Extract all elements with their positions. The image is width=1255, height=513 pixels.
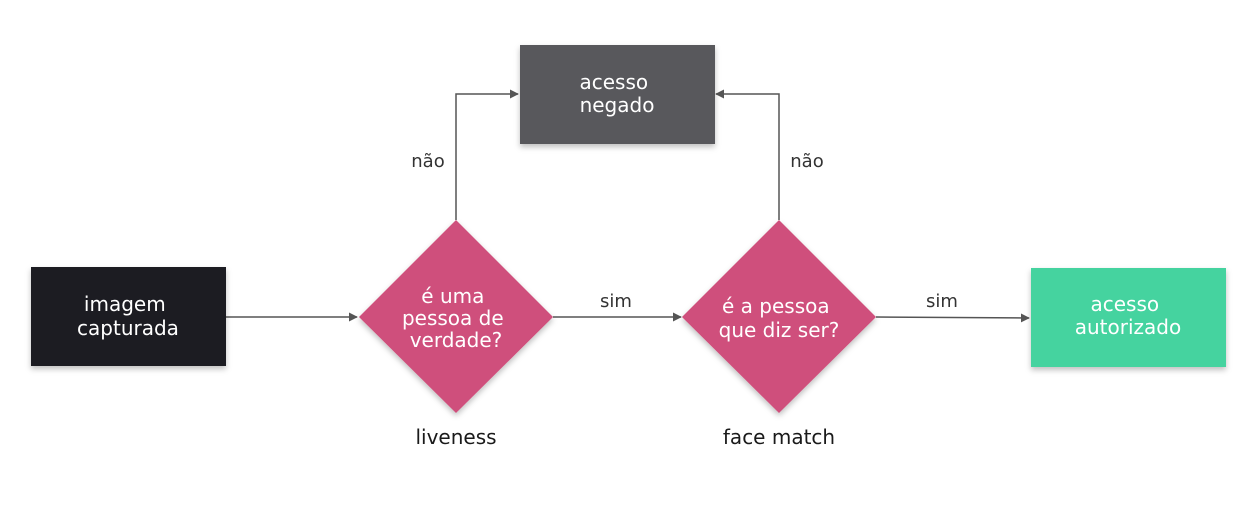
node-face-match-line-2: que diz ser? bbox=[719, 318, 840, 342]
node-access-denied: acesso negado bbox=[520, 45, 715, 144]
node-access-denied-box bbox=[520, 45, 715, 144]
svg-text:acesso autorizado: acesso autorizado bbox=[1075, 292, 1181, 339]
node-liveness-question: é uma pessoa de verdade? bbox=[359, 220, 553, 413]
node-access-granted-line-1: acesso bbox=[1091, 292, 1160, 316]
node-access-denied-line-2: negado bbox=[580, 93, 655, 117]
node-face-match-diamond bbox=[682, 220, 876, 413]
svg-text:acesso negado: acesso negado bbox=[580, 70, 655, 117]
svg-text:é a pessoa que diz ser?: é a pessoa que diz ser? bbox=[719, 294, 840, 342]
node-captured-image-box bbox=[31, 267, 226, 366]
node-access-granted-box bbox=[1031, 268, 1226, 367]
node-face-match-line-1: é a pessoa bbox=[722, 294, 830, 318]
node-liveness-line-1: é uma bbox=[421, 284, 484, 308]
node-liveness-line-2: pessoa de bbox=[402, 306, 504, 330]
node-captured-image-line-1: imagem bbox=[84, 292, 166, 316]
node-face-match-question: é a pessoa que diz ser? bbox=[682, 220, 876, 413]
caption-liveness: liveness bbox=[415, 425, 496, 449]
node-access-denied-line-1: acesso bbox=[580, 70, 649, 94]
node-captured-image-line-2: capturada bbox=[77, 316, 179, 340]
edge-liveness-to-denied bbox=[455, 89, 519, 220]
edge-label-liveness-yes: sim bbox=[600, 291, 632, 312]
node-liveness-diamond bbox=[359, 220, 553, 413]
edge-label-face-match-yes: sim bbox=[926, 291, 958, 312]
node-access-granted: acesso autorizado bbox=[1031, 268, 1226, 367]
node-captured-image: imagem capturada bbox=[31, 267, 226, 366]
edge-label-liveness-no: não bbox=[411, 151, 444, 172]
caption-face-match: face match bbox=[723, 425, 835, 449]
edge-face-match-to-granted bbox=[875, 313, 1030, 323]
node-liveness-line-3: verdade? bbox=[410, 328, 503, 352]
edge-label-face-match-no: não bbox=[790, 151, 823, 172]
svg-text:é uma pessoa de ve: é uma pessoa de verdade? bbox=[402, 284, 510, 352]
edge-face-match-to-denied bbox=[715, 89, 780, 220]
svg-text:imagem capturada: imagem capturada bbox=[77, 292, 179, 340]
node-access-granted-line-2: autorizado bbox=[1075, 315, 1181, 339]
